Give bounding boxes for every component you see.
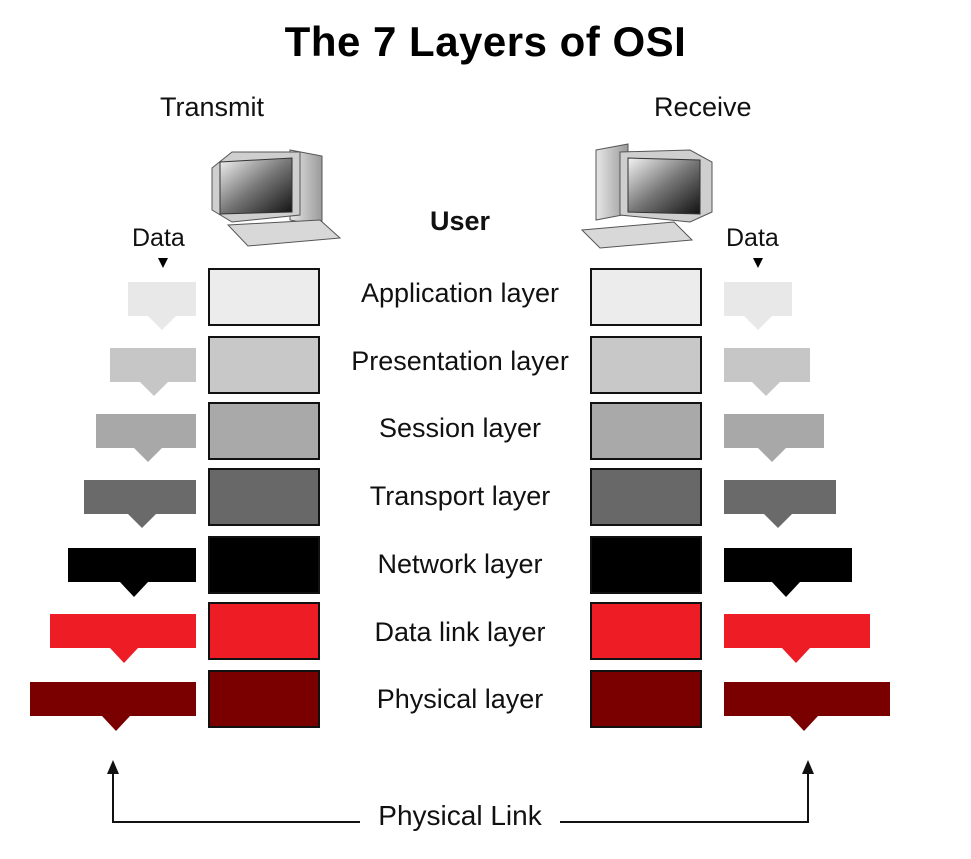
data-arrow-right-icon (753, 258, 763, 268)
receive-application-box (590, 268, 702, 326)
receive-packets (724, 282, 890, 731)
data-label-right: Data (726, 224, 779, 252)
receive-transport-box (590, 468, 702, 526)
receive-label: Receive (654, 92, 752, 122)
layer-name-datalink: Data link layer (374, 617, 546, 647)
transmit-application-box (208, 268, 320, 326)
computer-left-icon (211, 149, 342, 247)
layer-name-application: Application layer (360, 278, 560, 308)
user-label: User (429, 206, 491, 236)
receive-physical-box (590, 670, 702, 728)
layer-name-transport: Transport layer (369, 481, 551, 511)
computer-right-icon (580, 143, 713, 249)
receive-datalink-box (590, 602, 702, 660)
layer-name-presentation: Presentation layer (351, 346, 569, 376)
diagram-title: The 7 Layers of OSI (284, 18, 687, 65)
layer-name-session: Session layer (378, 413, 542, 443)
transmit-transport-box (208, 468, 320, 526)
data-arrow-left-icon (158, 258, 168, 268)
physical-link-label: Physical Link (360, 800, 560, 832)
layer-name-physical: Physical layer (376, 684, 544, 714)
transmit-session-box (208, 402, 320, 460)
transmit-datalink-box (208, 602, 320, 660)
transmit-physical-box (208, 670, 320, 728)
transmit-presentation-box (208, 336, 320, 394)
receive-session-box (590, 402, 702, 460)
transmit-network-box (208, 536, 320, 594)
transmit-packets (30, 282, 196, 731)
data-label-left: Data (132, 224, 185, 252)
physical-link-arrow-left-icon (107, 760, 119, 774)
physical-link-arrow-right-icon (802, 760, 814, 774)
receive-presentation-box (590, 336, 702, 394)
transmit-label: Transmit (160, 92, 265, 122)
receive-network-box (590, 536, 702, 594)
layer-name-network: Network layer (377, 549, 543, 579)
